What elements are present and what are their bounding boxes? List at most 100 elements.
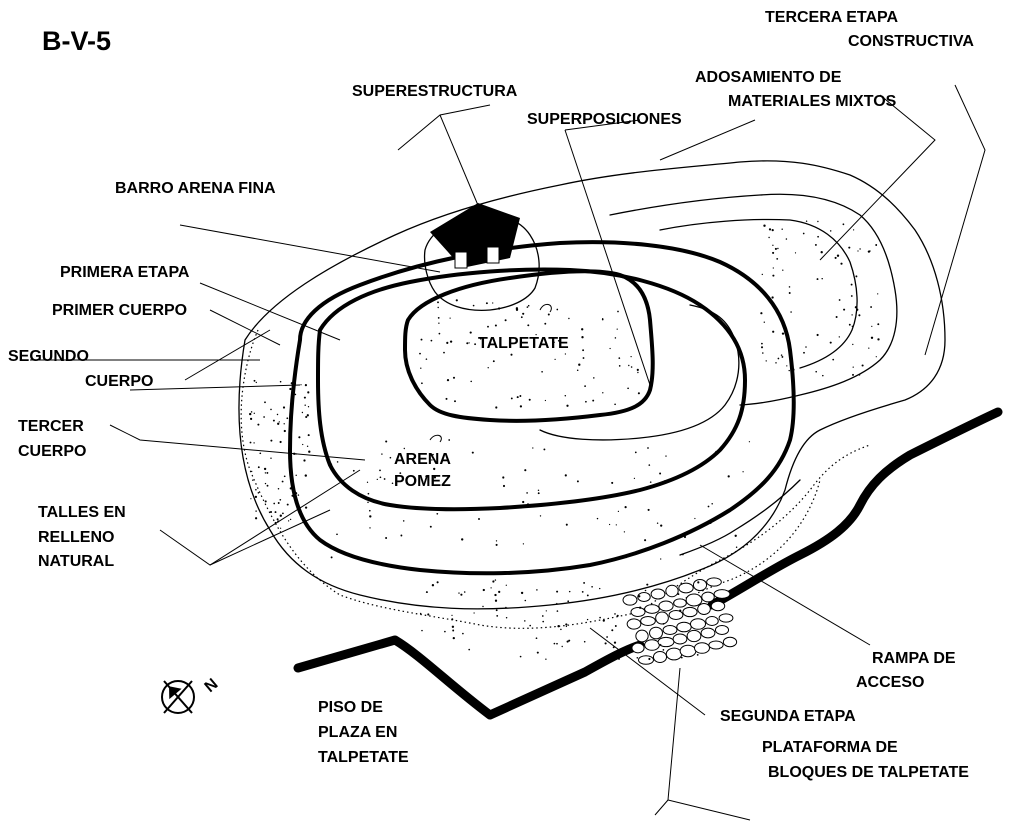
texture-speck [290, 398, 293, 402]
texture-speck [611, 481, 614, 484]
texture-speck [780, 354, 783, 356]
talpetate-block [713, 589, 731, 599]
texture-speck [461, 538, 464, 541]
texture-speck [870, 306, 873, 308]
texture-speck [502, 484, 506, 488]
texture-speck [276, 518, 279, 521]
texture-speck [735, 546, 738, 548]
texture-speck [630, 355, 632, 358]
texture-speck [301, 411, 304, 414]
texture-speck [283, 429, 286, 433]
texture-speck [279, 527, 282, 529]
talpetate-block [657, 636, 675, 648]
ramp-edge [679, 479, 801, 556]
texture-speck [516, 396, 519, 399]
texture-speck [786, 365, 788, 367]
texture-speck [528, 398, 531, 401]
texture-speck [367, 492, 370, 495]
texture-speck [252, 479, 254, 481]
texture-speck [788, 369, 790, 372]
texture-speck [383, 478, 386, 480]
texture-speck [816, 333, 819, 337]
leader-tercera-etapa [924, 84, 986, 356]
leader-superestructura [439, 114, 481, 211]
texture-speck [852, 366, 854, 368]
texture-speck [544, 399, 547, 402]
texture-speck [462, 632, 464, 635]
texture-speck [761, 342, 763, 345]
texture-speck [707, 505, 710, 508]
texture-speck [877, 323, 880, 326]
label-barro-arena-fina: BARRO ARENA FINA [115, 180, 276, 197]
texture-speck [251, 470, 253, 473]
talpetate-block [649, 626, 663, 640]
leader-lines [30, 84, 986, 821]
texture-speck [289, 518, 292, 521]
texture-speck [543, 448, 546, 451]
texture-speck [287, 520, 290, 522]
texture-speck [566, 640, 569, 643]
texture-speck [541, 370, 543, 373]
texture-speck [694, 517, 696, 520]
texture-speck [582, 349, 585, 352]
texture-speck [614, 625, 617, 627]
texture-speck [479, 338, 482, 340]
talpetate-core [403, 269, 655, 423]
texture-speck [633, 477, 636, 480]
texture-speck [302, 443, 304, 446]
leader-segunda-etapa [589, 627, 706, 716]
texture-speck [609, 347, 611, 350]
texture-speck [253, 379, 256, 382]
texture-speck [858, 374, 861, 376]
texture-speck [306, 414, 309, 417]
texture-speck [253, 442, 255, 444]
leader-cuerpo-up [184, 329, 271, 381]
texture-speck [618, 357, 621, 359]
texture-speck [505, 606, 507, 609]
talpetate-block [665, 647, 683, 661]
texture-speck [286, 417, 289, 420]
texture-speck [761, 273, 763, 276]
texture-speck [277, 502, 280, 504]
texture-speck [270, 457, 272, 459]
texture-speck [820, 251, 823, 254]
texture-speck [821, 277, 823, 280]
texture-speck [419, 352, 421, 355]
talpetate-block [697, 602, 711, 616]
leader-arena [429, 434, 442, 443]
texture-speck [648, 657, 651, 661]
texture-speck [838, 299, 841, 301]
texture-speck [829, 341, 832, 344]
texture-speck [482, 588, 485, 592]
texture-speck [473, 612, 475, 614]
texture-speck [556, 610, 559, 612]
texture-speck [352, 469, 355, 472]
texture-speck [257, 466, 260, 469]
texture-speck [816, 278, 819, 281]
texture-speck [290, 382, 293, 385]
texture-speck [482, 605, 484, 608]
texture-speck [644, 539, 647, 542]
texture-speck [282, 512, 284, 515]
texture-speck [665, 455, 667, 457]
texture-speck [278, 421, 280, 423]
texture-speck [859, 248, 861, 250]
texture-speck [748, 441, 751, 443]
texture-speck [381, 453, 383, 455]
talpetate-block [678, 582, 694, 594]
texture-speck [437, 306, 439, 309]
texture-speck [656, 522, 659, 524]
texture-speck [623, 531, 626, 533]
talpetate-block [655, 611, 669, 625]
texture-speck [777, 357, 780, 360]
ramp-ground-line [707, 407, 1003, 610]
texture-speck [877, 338, 880, 341]
texture-speck [494, 324, 497, 327]
talpetate-block [630, 607, 646, 617]
texture-speck [790, 311, 792, 313]
texture-speck [564, 394, 567, 397]
texture-speck [556, 602, 558, 605]
texture-speck [545, 610, 547, 612]
label-talpetate: TALPETATE [478, 335, 569, 352]
texture-speck [264, 472, 267, 474]
